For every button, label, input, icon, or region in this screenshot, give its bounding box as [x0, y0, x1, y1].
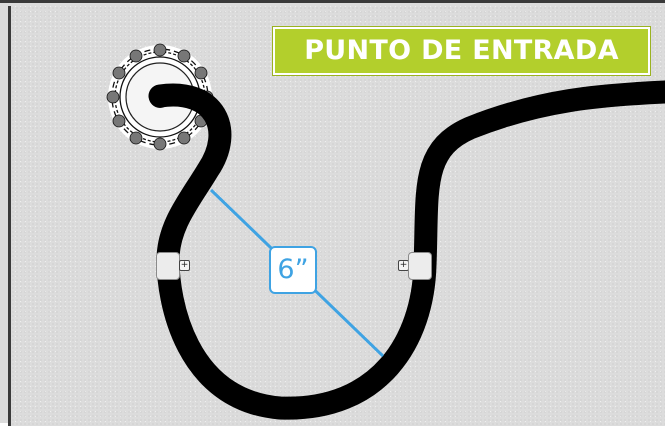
frame-left-border [8, 6, 11, 426]
measurement-label: 6” [269, 246, 317, 294]
cable-clip-icon [156, 252, 180, 280]
entry-point-label: PUNTO DE ENTRADA [273, 27, 650, 75]
cable-clip-right: + [398, 252, 432, 280]
nail-plus-icon: + [179, 260, 190, 271]
cable-path [148, 80, 665, 420]
cable-clip-left: + [156, 252, 190, 280]
cable-clip-icon [408, 252, 432, 280]
